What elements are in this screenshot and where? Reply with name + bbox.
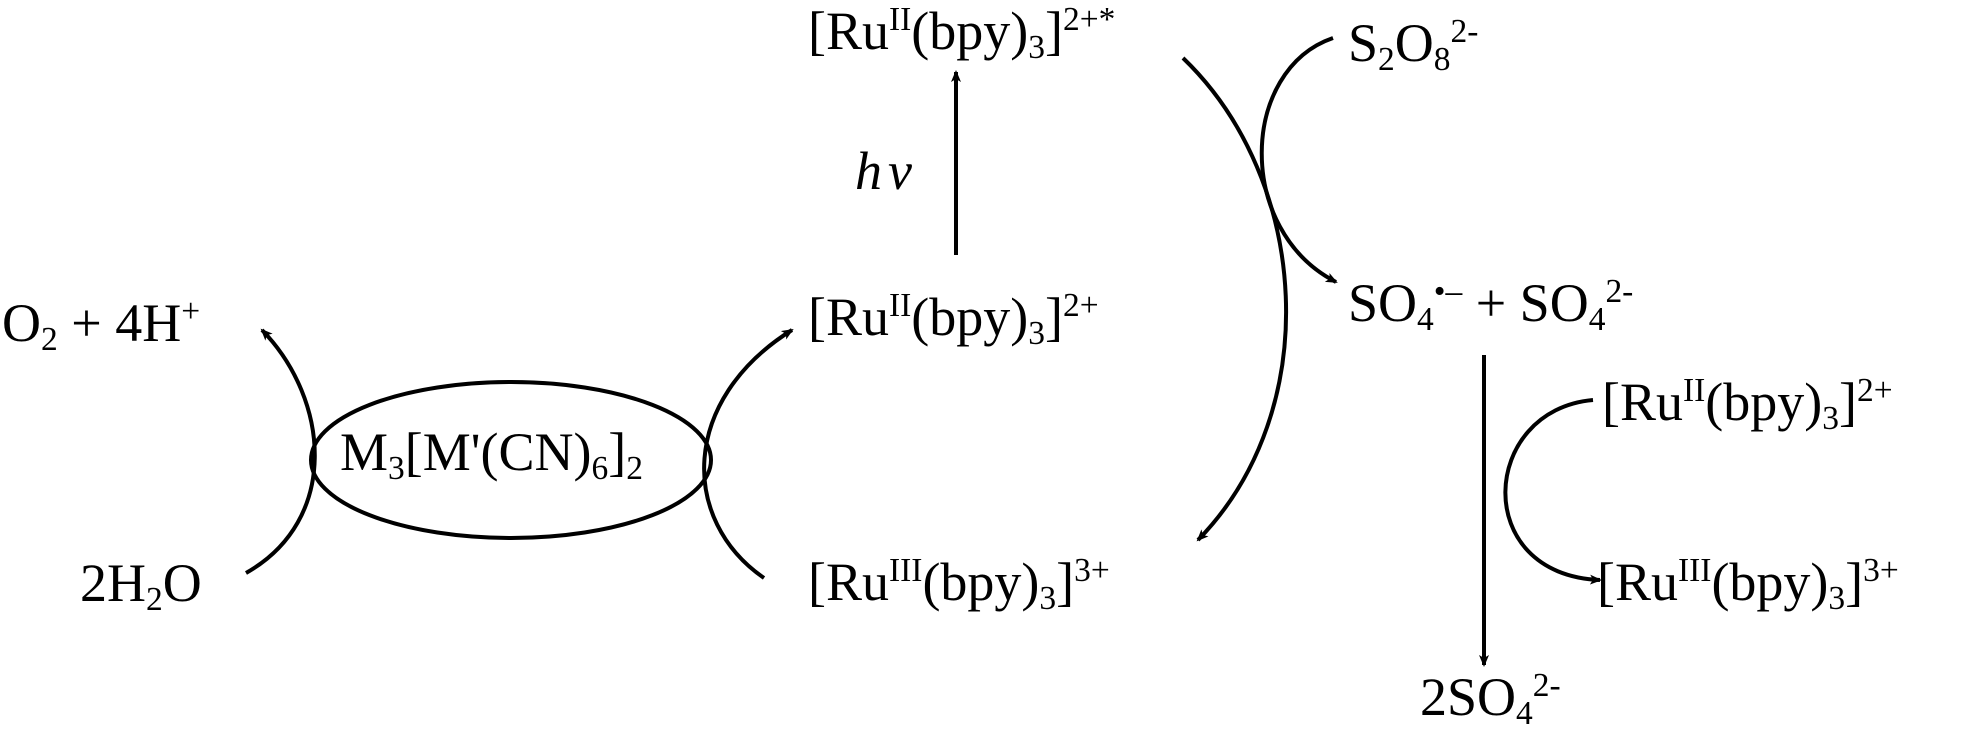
oxygen-product-label: O2 + 4H+ [2,292,201,359]
water-oxidation-arrow [245,328,317,575]
ru-ground-right-label: [RuII(bpy)3]2+ [1602,371,1893,438]
ru-ground-label: [RuII(bpy)3]2+ [808,286,1099,353]
radical-oxidation-arrow [1503,398,1602,585]
sulfate-product-label: 2SO42- [1420,666,1561,732]
ru-excited-label: [RuII(bpy)3]2+* [808,0,1116,67]
persulfate-label: S2O82- [1348,12,1479,79]
catalyst-label: M3[M'(CN)6]2 [340,422,643,488]
hv-label: hν [855,141,918,201]
ru-reduction-arrow [702,328,794,580]
ru-oxidized-right-label: [RuIII(bpy)3]3+ [1597,551,1899,618]
catalyst-ellipse [309,380,713,540]
ru-oxidized-label: [RuIII(bpy)3]3+ [808,551,1110,618]
sulfate-radical-label: SO4•– + SO42- [1348,272,1634,339]
persulfate-reduction-arrow [1259,36,1338,284]
quenching-arrow [1181,56,1289,542]
water-label: 2H2O [80,553,202,619]
